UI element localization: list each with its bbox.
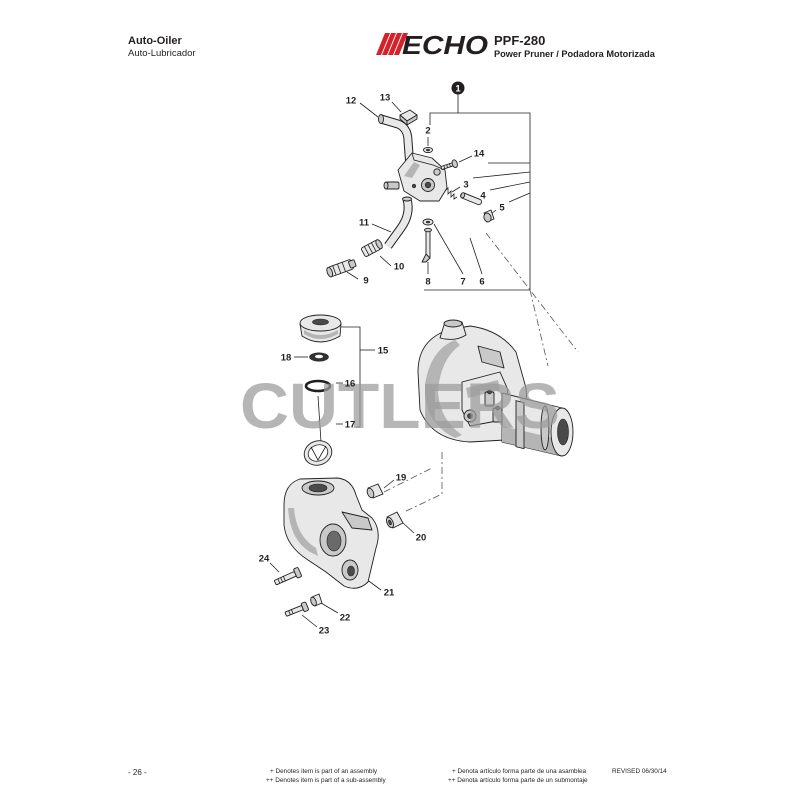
leader-3-bracket bbox=[472, 171, 531, 179]
callout-23: 23 bbox=[319, 626, 330, 637]
part-22-bushing bbox=[310, 593, 323, 607]
part-21-oil-tank bbox=[283, 477, 379, 589]
part-14-screw bbox=[440, 159, 458, 170]
bracket-assembly-15 bbox=[338, 326, 361, 428]
part-18-washer bbox=[309, 352, 329, 362]
dashed-line-housing-to-tank bbox=[403, 452, 443, 513]
callout-4: 4 bbox=[480, 191, 486, 202]
part-19-plug bbox=[366, 483, 384, 499]
part-8-pin bbox=[421, 227, 432, 263]
part-17-strainer bbox=[303, 395, 333, 466]
section-title: Auto-Oiler bbox=[128, 35, 182, 47]
part-24-bolt bbox=[274, 567, 302, 586]
header: Auto-Oiler Auto-Lubricador ECHO PPF-280 … bbox=[128, 30, 656, 60]
part-2-washer bbox=[423, 146, 433, 154]
part-11-hose bbox=[384, 196, 413, 249]
note-en-sub-assembly: ++ Denotes item is part of a sub-assembl… bbox=[266, 777, 387, 784]
model-description: Power Pruner / Podadora Motorizada bbox=[494, 49, 656, 59]
leader-12 bbox=[359, 102, 379, 118]
part-16-o-ring bbox=[304, 379, 332, 393]
reference-dashed-lines bbox=[383, 232, 579, 513]
part-10-fitting bbox=[361, 239, 383, 257]
part-13-cap bbox=[399, 109, 418, 126]
gear-case-housing bbox=[417, 319, 574, 457]
callout-10: 10 bbox=[394, 262, 405, 273]
callout-7: 7 bbox=[460, 277, 465, 288]
note-es-assembly: + Denota artículo forma parte de una asa… bbox=[452, 768, 587, 775]
part-5-cap bbox=[483, 209, 495, 223]
bracket-assembly-1 bbox=[424, 112, 531, 291]
callout-2: 2 bbox=[425, 126, 430, 137]
callout-1: 1 bbox=[455, 84, 461, 95]
part-4-pin bbox=[460, 192, 483, 206]
leader-3 bbox=[451, 186, 461, 193]
callout-3: 3 bbox=[463, 180, 468, 191]
echo-logo: ECHO bbox=[376, 30, 488, 60]
callout-14: 14 bbox=[474, 149, 485, 160]
leader-24 bbox=[269, 562, 280, 573]
part-3-spring bbox=[444, 187, 458, 200]
leader-7 bbox=[433, 223, 464, 275]
section-subtitle: Auto-Lubricador bbox=[128, 48, 196, 59]
dashed-line-bracket-to-housing bbox=[529, 289, 549, 367]
echo-logo-wordmark: ECHO bbox=[402, 30, 488, 60]
callout-16: 16 bbox=[345, 379, 356, 390]
leader-4-bracket bbox=[489, 181, 531, 191]
leader-11 bbox=[371, 223, 392, 233]
leader-22 bbox=[320, 602, 339, 614]
callout-17: 17 bbox=[345, 420, 356, 431]
note-en-assembly: + Denotes item is part of an assembly bbox=[270, 768, 378, 775]
part-9-filter bbox=[326, 259, 357, 278]
dashed-line-plug-to-housing bbox=[383, 467, 433, 493]
echo-logo-stripes-icon bbox=[376, 33, 408, 55]
callout-18: 18 bbox=[281, 353, 292, 364]
leader-13 bbox=[391, 101, 402, 113]
callout-19: 19 bbox=[396, 473, 407, 484]
leader-6 bbox=[469, 237, 483, 275]
part-7-washer bbox=[422, 218, 434, 226]
leader-23 bbox=[301, 614, 318, 628]
callout-20: 20 bbox=[416, 533, 427, 544]
callout-5: 5 bbox=[499, 203, 505, 214]
leader-20 bbox=[402, 522, 415, 534]
note-es-sub-assembly: ++ Denota artículo forma parte de un sub… bbox=[448, 777, 588, 784]
revised-date: REVISED 06/30/14 bbox=[612, 768, 667, 775]
leader-10 bbox=[379, 255, 392, 267]
callout-21: 21 bbox=[384, 588, 395, 599]
model-number: PPF-280 bbox=[494, 33, 545, 48]
page-number: - 26 - bbox=[128, 768, 147, 777]
part-20-plug bbox=[386, 511, 404, 529]
oil-pump-body bbox=[383, 152, 448, 202]
callout-22: 22 bbox=[340, 613, 351, 624]
callout-9: 9 bbox=[363, 276, 368, 287]
part-23-bolt bbox=[284, 601, 309, 617]
callout-12: 12 bbox=[346, 96, 357, 107]
part-15-tank-cap bbox=[299, 314, 342, 343]
callout-numbers: 1 2 3 4 5 6 7 8 9 10 11 12 13 14 15 16 1… bbox=[259, 81, 505, 637]
callout-15: 15 bbox=[378, 346, 389, 357]
leader-14 bbox=[458, 155, 473, 163]
callout-24: 24 bbox=[259, 554, 270, 565]
callout-6: 6 bbox=[479, 277, 484, 288]
callout-8: 8 bbox=[425, 277, 430, 288]
dashed-line-oiler-to-housing bbox=[485, 232, 579, 353]
callout-11: 11 bbox=[359, 218, 370, 229]
footer: - 26 - + Denotes item is part of an asse… bbox=[128, 768, 667, 784]
leader-5-bracket bbox=[508, 192, 531, 203]
watermark: CUTLERS bbox=[240, 370, 560, 442]
callout-1-circle bbox=[451, 81, 465, 95]
part-12-oil-pipe bbox=[378, 114, 415, 168]
leader-9 bbox=[346, 271, 359, 280]
callout-13: 13 bbox=[380, 93, 391, 104]
leader-19 bbox=[383, 479, 395, 489]
